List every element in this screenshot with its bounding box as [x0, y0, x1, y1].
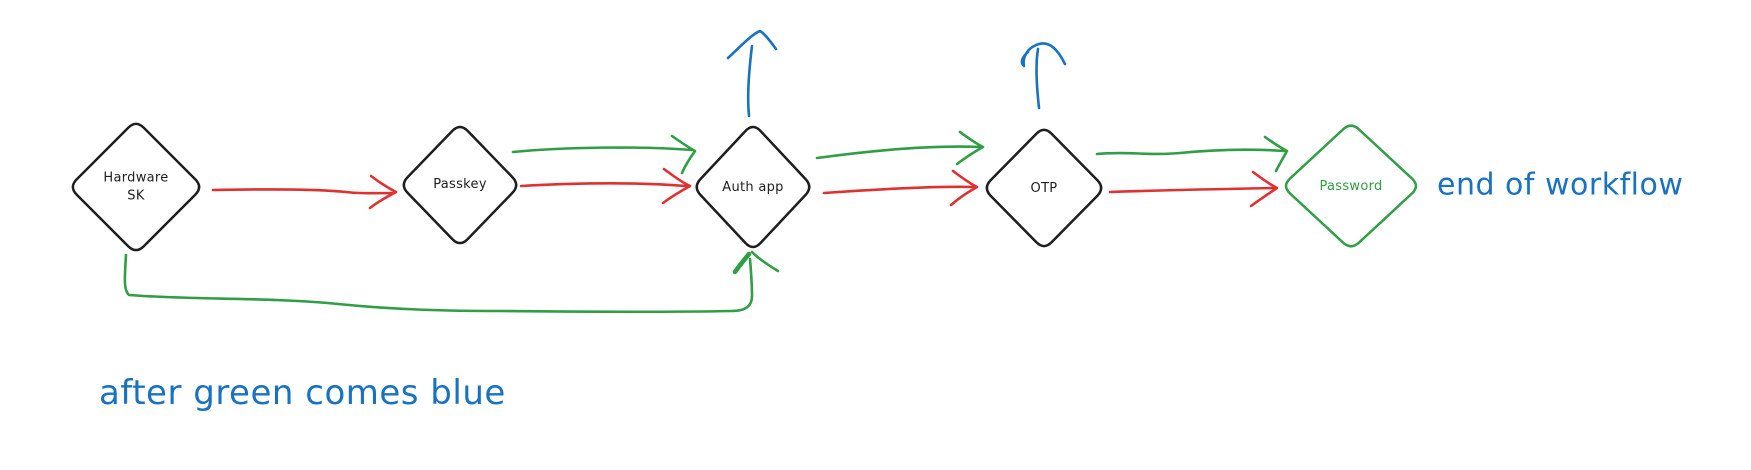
node-auth-app-diamond[interactable]	[695, 125, 811, 249]
node-hardware-sk-diamond[interactable]	[71, 122, 201, 252]
arrow-green-auth-app-to-otp[interactable]	[815, 130, 985, 166]
node-label-hardware-sk: Hardware SK	[103, 170, 169, 203]
arrow-green-loop-arrowhead-barb	[732, 251, 752, 275]
node-passkey-diamond[interactable]	[402, 125, 518, 245]
annotation-end-of-workflow[interactable]: end of workflow	[1437, 167, 1684, 203]
node-otp-diamond[interactable]	[985, 128, 1103, 248]
arrow-green-passkey-to-auth-app[interactable]	[511, 134, 697, 175]
node-password-diamond[interactable]	[1284, 124, 1418, 248]
arrow-blue-up-from-otp[interactable]	[1020, 42, 1067, 110]
arrow-red-auth-app-to-otp[interactable]	[822, 169, 979, 207]
arrow-green-hardware-sk-to-auth-app-loop[interactable]	[123, 250, 780, 314]
node-label-otp: OTP	[1030, 181, 1058, 197]
node-label-password: Password	[1319, 179, 1383, 195]
node-label-passkey: Passkey	[433, 177, 487, 193]
node-label-auth-app: Auth app	[722, 180, 784, 196]
arrow-red-passkey-to-auth-app[interactable]	[519, 167, 692, 205]
arrow-blue-up-from-auth-app[interactable]	[726, 29, 778, 118]
arrow-red-otp-to-password[interactable]	[1108, 170, 1279, 208]
arrow-green-otp-to-password[interactable]	[1095, 135, 1289, 173]
arrow-red-hardware-sk-to-passkey[interactable]	[211, 174, 398, 210]
annotation-after-green-comes-blue[interactable]: after green comes blue	[99, 373, 506, 413]
